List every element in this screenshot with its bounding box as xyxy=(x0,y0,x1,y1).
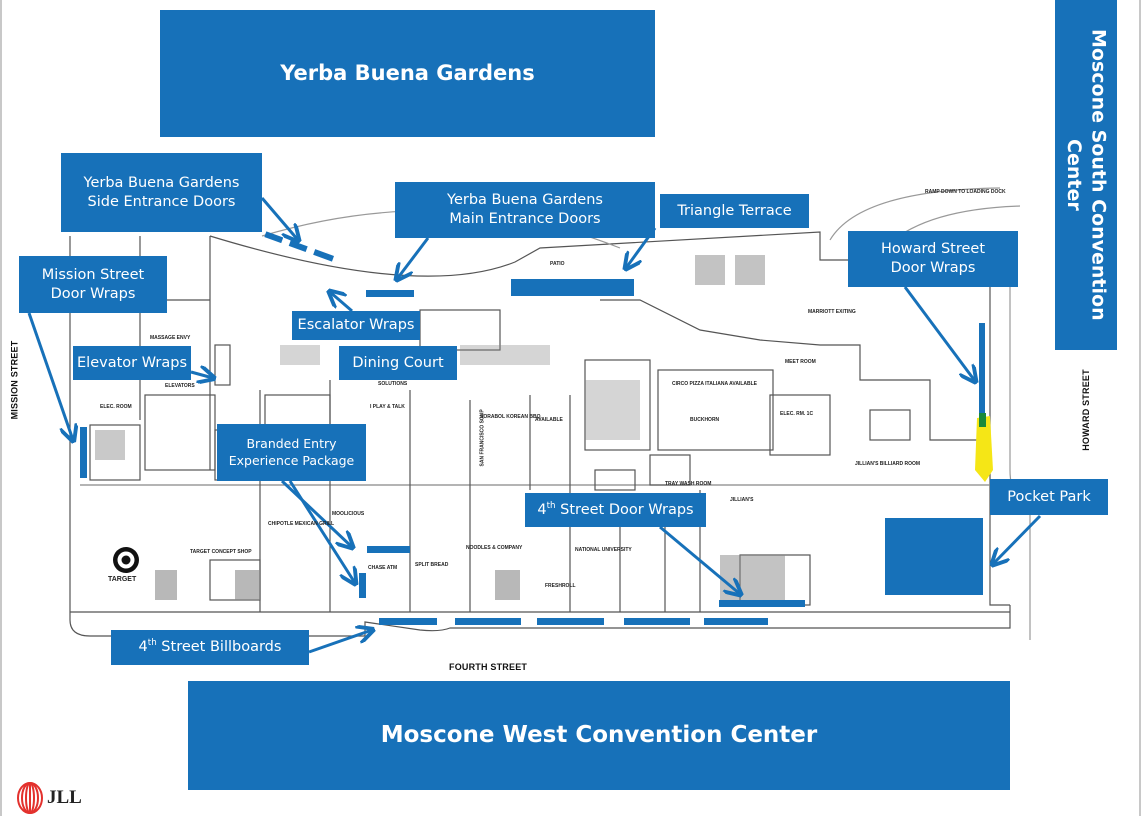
callout-text: Door Wraps xyxy=(50,285,136,302)
room-label: AVAILABLE xyxy=(535,417,563,423)
callout-text: Branded Entry xyxy=(246,436,337,452)
side-door-marker xyxy=(288,240,308,253)
room-label: ELEC. ROOM xyxy=(100,404,132,410)
room-label: BUCKHORN xyxy=(690,417,720,423)
callout-dining-court: Dining Court xyxy=(339,346,457,380)
street-label-mission: MISSION STREET xyxy=(9,340,20,420)
room-label: SOLUTIONS xyxy=(378,381,408,387)
triangle-terrace-marker xyxy=(511,279,634,296)
room-label: TARGET CONCEPT SHOP xyxy=(190,549,252,555)
room-label: MEET ROOM xyxy=(785,359,816,365)
room-label: TRAY WASH ROOM xyxy=(665,481,712,487)
branded-entry-marker xyxy=(367,546,410,553)
room-label: SPLIT BREAD xyxy=(415,562,449,568)
callout-text-part: 4 xyxy=(138,639,148,656)
pocket-park-marker xyxy=(885,518,983,595)
jll-logo: JLL xyxy=(16,782,82,814)
title-moscone-west: Moscone West Convention Center xyxy=(188,681,1010,790)
billboard-marker xyxy=(455,618,521,625)
callout-text: Mission Street xyxy=(41,266,145,283)
callout-text-part: Street Door Wraps xyxy=(555,501,694,518)
room-label: MOOLICIOUS xyxy=(332,511,365,517)
callout-text-part: th xyxy=(147,638,157,649)
room-label: ELEVATORS xyxy=(165,383,195,389)
floor-plan-walls xyxy=(69,187,1031,640)
green-marker xyxy=(979,413,986,427)
street-label-fourth: FOURTH STREET xyxy=(449,662,528,672)
callout-text: Experience Package xyxy=(228,452,355,468)
pocket-park-highlight xyxy=(975,416,993,482)
callout-text: Main Entrance Doors xyxy=(449,211,601,227)
room-label: MASSAGE ENVY xyxy=(150,335,191,341)
callout-mission-door-wraps: Mission Street Door Wraps xyxy=(19,256,167,313)
callout-branded-entry: Branded Entry Experience Package xyxy=(217,424,366,481)
room-label: CHIPOTLE MEXICAN GRILL xyxy=(268,521,335,527)
branded-entry-marker xyxy=(359,573,366,598)
callout-arrows xyxy=(27,197,1042,654)
callout-triangle-terrace: Triangle Terrace xyxy=(660,194,809,228)
side-door-marker xyxy=(264,231,284,244)
side-door-marker xyxy=(313,249,335,262)
jll-logo-text: JLL xyxy=(47,787,82,808)
fourth-door-marker xyxy=(719,600,805,607)
callout-text: 4th Street Billboards xyxy=(139,638,282,657)
room-label: MARRIOTT EXITING xyxy=(808,309,856,315)
placement-markers xyxy=(80,231,985,625)
callout-4th-street-billboards: 4th Street Billboards xyxy=(111,630,309,665)
callout-text: 4th Street Door Wraps xyxy=(537,501,693,520)
callout-text: Yerba Buena Gardens xyxy=(83,174,240,191)
billboard-marker xyxy=(379,618,437,625)
mission-door-marker xyxy=(80,427,87,478)
callout-side-entrance-doors: Yerba Buena Gardens Side Entrance Doors xyxy=(61,153,262,232)
room-label: CHASE ATM xyxy=(368,565,398,571)
callout-text: Yerba Buena Gardens xyxy=(447,192,603,209)
jll-logo-icon xyxy=(17,782,43,814)
room-label: JILLIAN'S xyxy=(730,497,754,503)
callout-elevator-wraps: Elevator Wraps xyxy=(73,346,191,380)
floor-plan-stairs xyxy=(95,255,785,600)
title-moscone-south: Moscone South Convention Center xyxy=(1055,0,1117,350)
room-label: TARGET xyxy=(108,576,137,583)
room-label: FRESHROLL xyxy=(545,583,576,589)
callout-text-part: th xyxy=(546,500,556,511)
billboard-marker xyxy=(704,618,768,625)
callout-escalator-wraps: Escalator Wraps xyxy=(292,311,420,340)
title-yerba-buena-gardens: Yerba Buena Gardens xyxy=(160,10,655,137)
street-label-howard: HOWARD STREET xyxy=(1080,369,1091,451)
callout-main-entrance-doors: Yerba Buena Gardens Main Entrance Doors xyxy=(395,182,655,238)
callout-text: Howard Street xyxy=(880,241,986,258)
callout-pocket-park: Pocket Park xyxy=(990,479,1108,515)
room-label: PATIO xyxy=(550,261,565,267)
room-label: NATIONAL UNIVERSITY xyxy=(575,547,632,553)
callout-4th-street-door-wraps: 4th Street Door Wraps xyxy=(525,493,706,527)
room-label: ELEC. RM. 1C xyxy=(780,411,814,417)
callout-howard-door-wraps: Howard Street Door Wraps xyxy=(848,231,1018,287)
howard-door-marker xyxy=(979,323,985,421)
callout-text-part: Street Billboards xyxy=(156,639,282,656)
room-label: JILLIAN'S BILLIARD ROOM xyxy=(855,461,921,467)
main-entrance-marker xyxy=(366,290,414,297)
room-label: RAMP DOWN TO LOADING DOCK xyxy=(925,189,1006,195)
room-label: I PLAY & TALK xyxy=(370,404,405,410)
callout-text: Door Wraps xyxy=(890,260,976,276)
target-logo-icon xyxy=(113,547,139,573)
room-label: CIRCO PIZZA ITALIANA AVAILABLE xyxy=(672,381,757,387)
callout-text-part: 4 xyxy=(537,501,547,518)
room-label: NOODLES & COMPANY xyxy=(466,545,523,551)
billboard-marker xyxy=(537,618,604,625)
callout-text: Side Entrance Doors xyxy=(87,193,236,210)
room-label: SORABOL KOREAN BBQ xyxy=(480,414,541,420)
room-label: SAN FRANCISCO SOUP xyxy=(479,409,486,467)
billboard-marker xyxy=(624,618,690,625)
